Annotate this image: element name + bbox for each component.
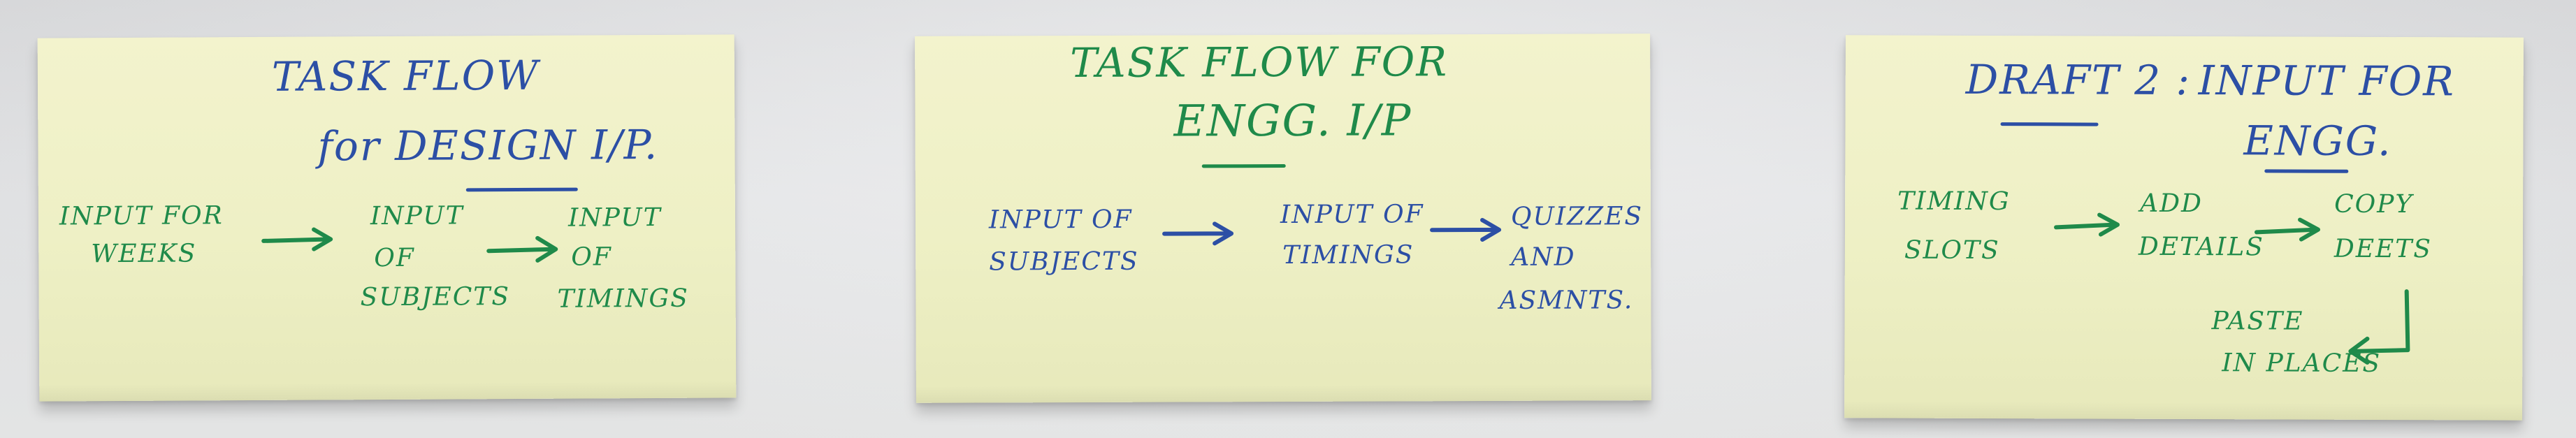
note-2-step-3-line-3: ASMNTS.	[1499, 286, 1634, 315]
note-3-title-part-2: INPUT FOR	[2198, 57, 2455, 105]
note-3-arrow-2	[2254, 217, 2320, 242]
note-2-title-line-2: ENGG. I/P	[1173, 94, 1412, 147]
note-3-step-3-line-1: COPY	[2334, 189, 2414, 219]
note-1-arrow-1	[261, 227, 333, 251]
note-2-step-1-line-1: INPUT OF	[988, 205, 1133, 235]
note-3-step-4-line-1: PASTE	[2211, 307, 2304, 336]
note-1-step-3-line-3: TIMINGS	[557, 284, 689, 314]
note-2-title-line-1: TASK FLOW FOR	[1070, 38, 1449, 87]
note-1-step-2-line-3: SUBJECTS	[360, 282, 511, 312]
sticky-note-draft-2: DRAFT 2 : INPUT FOR ENGG. TIMING SLOTS A…	[1844, 35, 2524, 421]
sticky-note-engg-flow: TASK FLOW FOR ENGG. I/P INPUT OF SUBJECT…	[915, 34, 1651, 403]
note-1-step-3-line-2: OF	[571, 242, 612, 272]
note-2-arrow-2	[1430, 218, 1502, 242]
note-3-title-part-1: DRAFT 2 :	[1965, 55, 2192, 105]
note-2-step-2-line-2: TIMINGS	[1282, 240, 1414, 270]
note-3-arrow-1	[2054, 212, 2120, 237]
note-1-step-1-line-2: WEEKS	[91, 239, 197, 269]
note-3-step-2-line-2: DETAILS	[2138, 232, 2264, 262]
note-3-engg-underline	[2264, 169, 2349, 173]
note-1-step-1-line-1: INPUT FOR	[59, 201, 224, 231]
note-1-title-underline	[465, 187, 578, 192]
note-2-step-1-line-2: SUBJECTS	[989, 247, 1139, 277]
note-2-arrow-1	[1162, 221, 1234, 246]
note-1-step-3-line-1: INPUT	[567, 203, 662, 233]
note-2-step-3-line-1: QUIZZES	[1510, 202, 1644, 231]
note-3-step-1-line-1: TIMING	[1897, 187, 2011, 217]
note-1-step-2-line-1: INPUT	[370, 201, 464, 231]
note-3-title-part-3: ENGG.	[2243, 117, 2392, 166]
note-3-arrow-3	[2348, 289, 2410, 365]
note-3-draft-underline	[2000, 122, 2099, 126]
note-3-step-3-line-2: DEETS	[2333, 234, 2433, 264]
note-2-step-2-line-1: INPUT OF	[1280, 200, 1424, 230]
note-1-title-line-1: TASK FLOW	[271, 51, 540, 101]
note-2-title-underline	[1201, 163, 1286, 168]
note-1-arrow-2	[486, 235, 558, 263]
note-1-step-2-line-2: OF	[374, 243, 415, 273]
note-3-step-4-line-2: IN PLACES	[2222, 349, 2382, 378]
note-3-step-2-line-1: ADD	[2140, 189, 2203, 219]
note-1-title-line-2: for DESIGN I/P.	[317, 120, 659, 170]
sticky-note-design-flow: TASK FLOW for DESIGN I/P. INPUT FOR WEEK…	[37, 34, 737, 402]
note-3-step-1-line-2: SLOTS	[1904, 235, 2000, 265]
note-2-step-3-line-2: AND	[1511, 242, 1576, 272]
